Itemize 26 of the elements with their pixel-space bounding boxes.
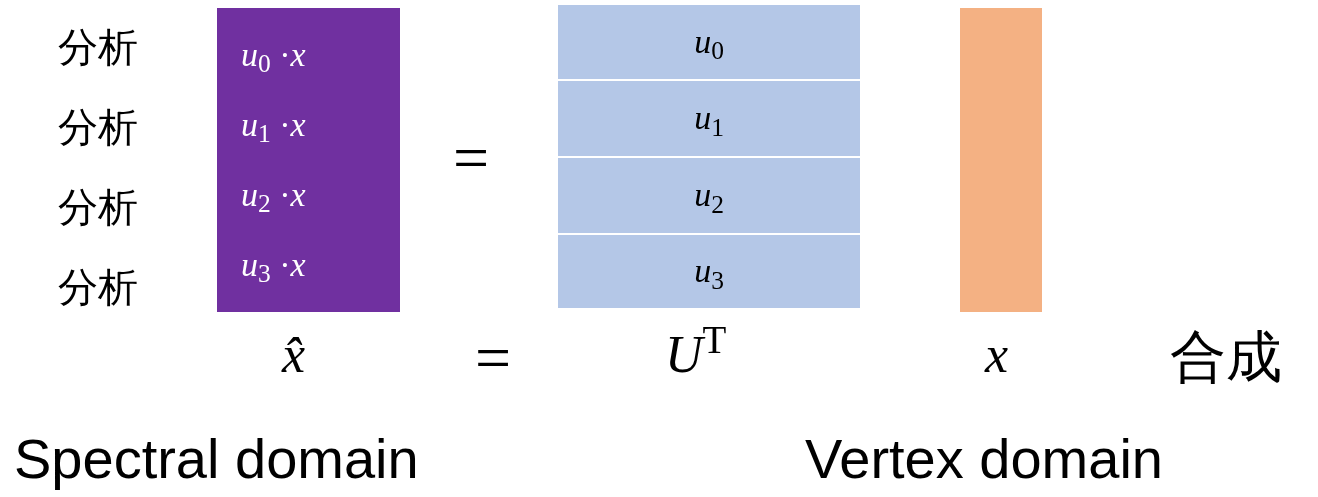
matrix-row <box>558 158 860 233</box>
analysis-label: 分析 <box>58 103 138 152</box>
matrix-row <box>558 235 860 308</box>
vector-entry: u$_{3}$ <box>694 251 724 293</box>
equals-sign: = <box>475 321 512 395</box>
vector-entry: u$_{2}$ <box>694 175 724 217</box>
vertex-symbol: x <box>985 325 1009 385</box>
transpose-symbol: U$^{T}$ <box>665 322 727 385</box>
analysis-label: 分析 <box>58 183 138 232</box>
synthesis-label: 合成 <box>1170 323 1282 391</box>
vector-entry: u$_{0}$ ·x <box>241 34 307 77</box>
domain-label: Vertex domain <box>805 426 1163 492</box>
vector-entry: u$_{0}$ <box>694 21 724 64</box>
equals-sign: = <box>453 121 490 195</box>
matrix-row <box>558 81 860 156</box>
analysis-label: 分析 <box>58 23 138 72</box>
spectral-vector-box <box>217 8 400 312</box>
vector-entry: u$_{1}$ <box>694 98 724 140</box>
spectral-symbol: x̂ <box>282 325 306 385</box>
domain-label: Spectral domain <box>14 426 419 492</box>
matrix-row <box>558 5 860 79</box>
vertex-vector-bar <box>960 8 1042 312</box>
vector-entry: u$_{3}$ ·x <box>241 244 307 287</box>
analysis-label: 分析 <box>58 263 138 312</box>
vector-entry: u$_{1}$ ·x <box>241 104 307 147</box>
vector-entry: u$_{2}$ ·x <box>241 174 307 217</box>
